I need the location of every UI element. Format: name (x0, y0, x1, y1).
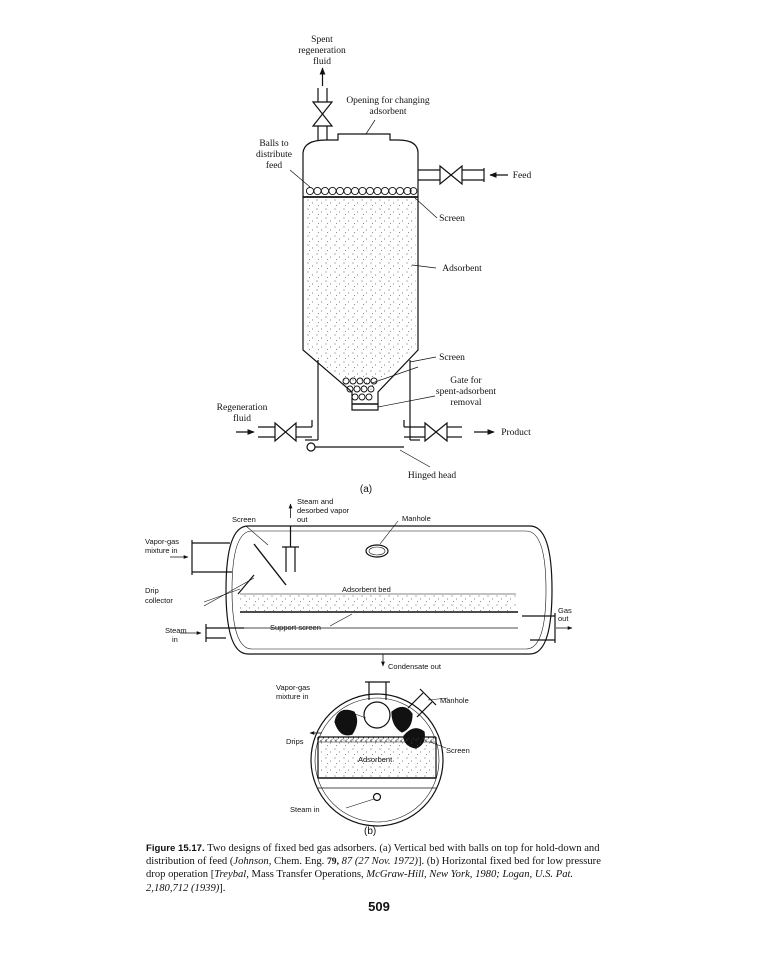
caption-run: Chem. Eng. (271, 856, 327, 868)
label-cs-drips: Drips (286, 737, 304, 746)
label-adsorbent-bed: Adsorbent bed (342, 585, 391, 594)
cross-adsorbent-bed (320, 738, 434, 778)
label-gate-3: removal (450, 398, 481, 408)
label-screen-bottom: Screen (439, 353, 465, 363)
label-balls-3: feed (266, 160, 283, 171)
caption-run: Mass Transfer Operations, (248, 869, 367, 881)
label-cs-adsorbent: Adsorbent (358, 755, 393, 764)
label-gas-out-1: Gas (558, 606, 572, 615)
cross-section-labels: Vapor-gas mixture in Manhole Drips Adsor… (276, 683, 470, 837)
top-valve (311, 101, 334, 127)
label-condensate-out: Condensate out (388, 662, 442, 671)
label-cs-manhole: Manhole (440, 696, 469, 705)
label-gas-out-2: out (558, 614, 569, 623)
label-feed: Feed (513, 171, 532, 181)
caption-run: ]. (219, 882, 226, 894)
caption-run: ]. (b) Horizontal fixed bed for low pres… (146, 856, 601, 881)
caption-body: Two designs of fixed bed gas adsorbers. … (146, 843, 601, 894)
label-spent-regen-3: fluid (313, 56, 331, 67)
caption-run: 87 (338, 856, 355, 868)
label-screen-top: Screen (439, 214, 465, 224)
caption-run: McGraw-Hill, New York, 1980; Logan, U.S.… (146, 869, 574, 894)
page-number: 509 (368, 899, 390, 914)
label-balls-1: Balls to (259, 139, 289, 149)
label-manhole: Manhole (402, 514, 431, 523)
caption-run: Two designs of fixed bed gas adsorbers. … (146, 843, 600, 868)
label-cs-vapor-gas-2: mixture in (276, 692, 309, 701)
hinge (306, 442, 316, 452)
diagram-a-vertical-adsorber (236, 67, 508, 468)
label-steam-desorbed-2: desorbed vapor (297, 506, 350, 515)
adsorbent-fill (305, 198, 416, 390)
regen-valve (274, 421, 297, 443)
left-drip-blob (334, 709, 358, 736)
diagram-b-cross-section (309, 681, 449, 827)
diagram-b-labels: Steam and desorbed vapor out Screen Manh… (145, 497, 572, 671)
label-vapor-gas-1: Vapor-gas (145, 537, 179, 546)
label-gate-2: spent-adsorbent (436, 387, 497, 397)
vessel-shell (302, 133, 419, 411)
inlet-sphere (363, 701, 391, 729)
panel-label-a: (a) (360, 484, 372, 495)
label-regen-2: fluid (233, 413, 251, 424)
caption-run: 79, (326, 856, 339, 868)
figure-caption: Figure 15.17. Two designs of fixed bed g… (146, 842, 602, 895)
label-steam-in-2: in (172, 635, 178, 644)
figure-diagrams: Spent regeneration fluid Opening for cha… (145, 35, 573, 837)
caption-run: Treybal, (214, 869, 249, 881)
manhole (365, 544, 389, 558)
label-steam-desorbed-1: Steam and (297, 497, 333, 506)
right-drip-blob (391, 706, 413, 733)
label-support-screen: Support screen (270, 623, 321, 632)
label-product: Product (501, 428, 531, 438)
label-steam-desorbed-3: out (297, 515, 308, 524)
diagram-b-horizontal-adsorber (170, 503, 573, 667)
caption-run: (27 Nov. 1972) (354, 856, 418, 868)
label-hinged-head: Hinged head (408, 471, 457, 481)
label-spent-regen-2: regeneration (298, 46, 346, 56)
label-vapor-gas-2: mixture in (145, 546, 178, 555)
label-regen-1: Regeneration (217, 403, 268, 413)
label-cs-steam-in: Steam in (290, 805, 320, 814)
caption-run: Johnson, (233, 856, 272, 868)
label-drip-collector-2: collector (145, 596, 173, 605)
label-adsorbent: Adsorbent (442, 264, 482, 274)
figure-label: Figure 15.17. (146, 843, 205, 854)
label-spent-regen-1: Spent (311, 35, 333, 45)
product-valve (424, 421, 448, 443)
label-opening-2: adsorbent (370, 107, 407, 117)
cross-section-shell (310, 693, 444, 827)
label-balls-2: distribute (256, 150, 292, 160)
distribution-balls (305, 186, 418, 196)
label-gate-1: Gate for (450, 375, 482, 386)
inlet-screen (253, 543, 287, 586)
label-cs-screen: Screen (446, 746, 470, 755)
label-opening-1: Opening for changing (346, 95, 430, 106)
diagram-a-labels: Spent regeneration fluid Opening for cha… (217, 35, 532, 495)
label-screen: Screen (232, 515, 256, 524)
label-steam-in-1: Steam (165, 626, 187, 635)
label-cs-vapor-gas-1: Vapor-gas (276, 683, 310, 692)
panel-label-b: (b) (364, 826, 376, 837)
horizontal-shell (225, 525, 553, 655)
label-drip-collector-1: Drip (145, 586, 159, 595)
feed-valve (439, 164, 463, 186)
adsorbent-bed (240, 594, 516, 612)
